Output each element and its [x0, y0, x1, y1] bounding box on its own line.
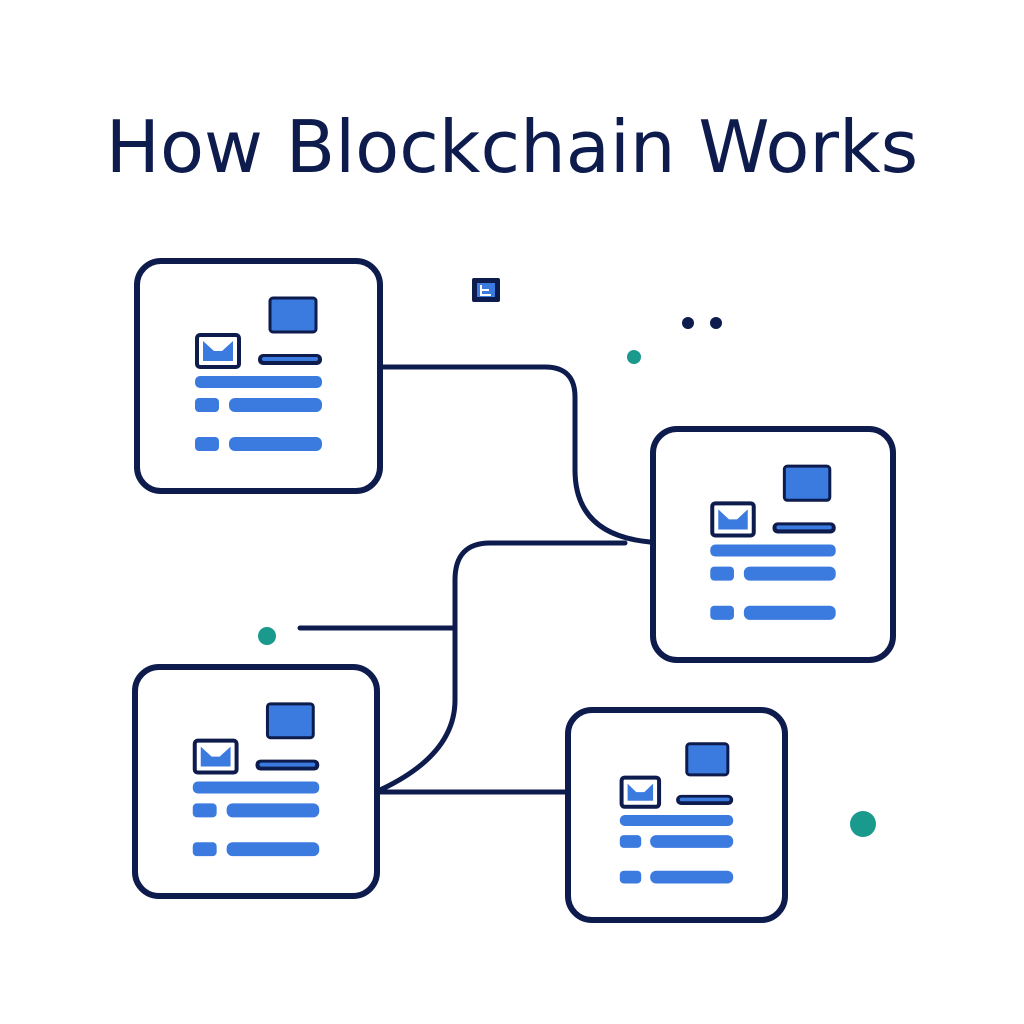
small-square-icon [472, 278, 500, 302]
chain-link-1 [377, 364, 653, 545]
block-3 [132, 664, 380, 899]
bullet-marker [195, 398, 219, 412]
content-line [650, 835, 734, 848]
content-line [650, 870, 734, 884]
dot-icon [258, 627, 276, 645]
content-line [710, 544, 836, 557]
folder-icon [619, 775, 662, 809]
bullet-marker [192, 803, 217, 818]
folder-icon [192, 738, 239, 775]
chain-link-2 [377, 540, 628, 793]
bullet-marker [619, 870, 642, 884]
content-line [226, 803, 320, 818]
block-4 [565, 707, 788, 923]
diagram-title: How Blockchain Works [105, 105, 919, 189]
bullet-marker [710, 566, 734, 581]
dot-icon [850, 811, 876, 837]
dot-icon [682, 317, 694, 329]
square-icon [265, 702, 315, 740]
bullet-marker [192, 842, 217, 857]
folder-icon [710, 501, 756, 538]
square-icon [685, 742, 730, 777]
content-line [743, 605, 836, 620]
bullet-marker [619, 835, 642, 848]
bullet-marker [710, 605, 734, 620]
dot-icon [627, 350, 641, 364]
square-icon [268, 296, 318, 334]
content-line [226, 842, 320, 857]
bullet-marker [195, 437, 219, 451]
content-line [619, 815, 734, 826]
square-icon [782, 464, 832, 502]
content-line [195, 376, 322, 388]
content-line [229, 398, 322, 412]
dot-icon [710, 317, 722, 329]
content-line [743, 566, 836, 581]
block-2 [650, 426, 896, 663]
content-line [229, 437, 322, 451]
folder-icon [195, 333, 241, 369]
block-1 [134, 258, 383, 494]
content-line [192, 781, 320, 794]
